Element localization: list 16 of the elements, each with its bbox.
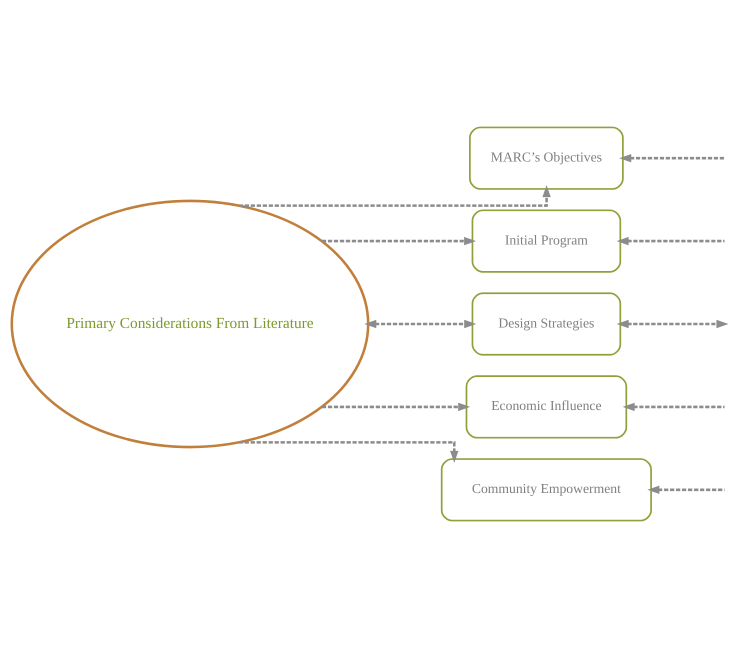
arrow	[364, 319, 476, 328]
arrow	[616, 236, 725, 245]
node-ellipse: Primary Considerations From Literature	[10, 199, 370, 448]
node-box: Initial Program	[472, 208, 622, 272]
arrow	[619, 153, 725, 162]
node-box: Community Empowerment	[440, 458, 652, 521]
arrow	[238, 440, 458, 462]
arrow	[647, 485, 724, 494]
arrow	[322, 402, 470, 411]
arrow	[238, 184, 551, 206]
arrow	[622, 402, 725, 411]
node-box: MARC’s Objectives	[469, 126, 624, 190]
arrow	[616, 319, 728, 328]
node-box: Economic Influence	[466, 374, 628, 438]
node-box: Design Strategies	[472, 292, 622, 356]
arrow	[322, 236, 476, 245]
